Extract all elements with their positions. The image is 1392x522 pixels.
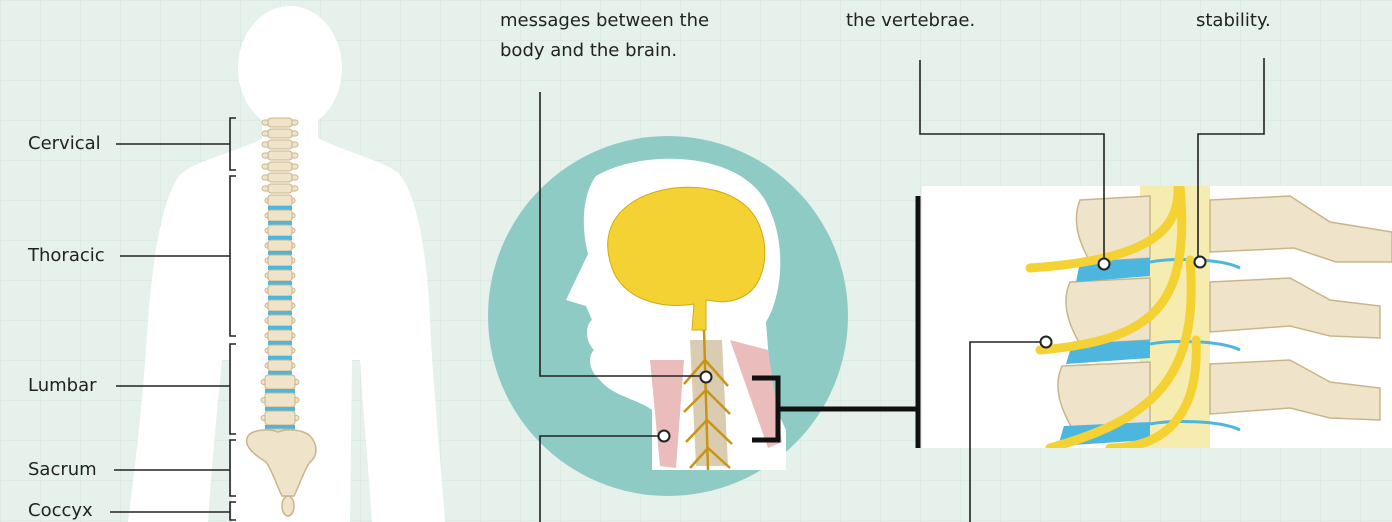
vertebra xyxy=(268,360,292,371)
intervertebral-disc xyxy=(265,407,295,411)
caption-ligaments: stability. xyxy=(1196,6,1271,36)
label-sacrum: Sacrum xyxy=(28,459,97,481)
coccyx-bone xyxy=(282,496,294,516)
vertebra xyxy=(268,151,292,160)
vertebra xyxy=(265,411,295,425)
vertebra xyxy=(268,118,292,127)
intervertebral-disc xyxy=(268,251,292,255)
vertebra xyxy=(268,300,292,311)
marker-spinal-cord xyxy=(701,372,712,383)
intervertebral-disc xyxy=(268,236,292,240)
intervertebral-disc xyxy=(265,389,295,393)
vertebra xyxy=(268,184,292,193)
label-lumbar: Lumbar xyxy=(28,375,97,397)
vertebra xyxy=(268,255,292,266)
vertebra xyxy=(268,270,292,281)
marker-neck-muscle xyxy=(659,431,670,442)
intervertebral-disc xyxy=(268,206,292,210)
label-cervical: Cervical xyxy=(28,133,101,155)
marker-nerve-root xyxy=(1041,337,1052,348)
intervertebral-disc xyxy=(268,296,292,300)
vertebra xyxy=(268,330,292,341)
caption-spinal-cord-line-1: messages between the xyxy=(500,6,709,36)
vertebra xyxy=(268,129,292,138)
vertebra xyxy=(268,162,292,171)
vertebra xyxy=(268,195,292,206)
vertebra xyxy=(268,210,292,221)
vertebra xyxy=(268,345,292,356)
intervertebral-disc xyxy=(268,356,292,360)
intervertebral-disc xyxy=(268,341,292,345)
marker-disc xyxy=(1099,259,1110,270)
caption-discs-line-1: the vertebrae. xyxy=(846,6,975,36)
intervertebral-disc xyxy=(268,311,292,315)
intervertebral-disc xyxy=(268,326,292,330)
zoomed-spine-panel xyxy=(922,186,1392,448)
intervertebral-disc xyxy=(268,281,292,285)
marker-ligament xyxy=(1195,257,1206,268)
vertebral-processes xyxy=(1058,196,1392,428)
cervical-vertebrae xyxy=(690,340,728,466)
head-illustration xyxy=(488,136,848,496)
label-coccyx: Coccyx xyxy=(28,500,93,522)
vertebra xyxy=(268,240,292,251)
intervertebral-disc xyxy=(268,221,292,225)
vertebra xyxy=(268,225,292,236)
caption-spinal-cord-line-2: body and the brain. xyxy=(500,36,709,66)
vertebra xyxy=(268,173,292,182)
caption-ligaments-line-1: stability. xyxy=(1196,6,1271,36)
vertebra xyxy=(268,315,292,326)
intervertebral-disc xyxy=(268,266,292,270)
label-thoracic: Thoracic xyxy=(28,245,105,267)
caption-discs: the vertebrae. xyxy=(846,6,975,36)
vertebrae-column xyxy=(261,118,299,461)
intervertebral-disc xyxy=(265,425,295,429)
caption-spinal-cord: messages between the body and the brain. xyxy=(500,6,709,66)
vertebra xyxy=(265,375,295,389)
intervertebral-disc xyxy=(268,371,292,375)
vertebra xyxy=(268,285,292,296)
vertebra xyxy=(268,140,292,149)
vertebra xyxy=(265,393,295,407)
